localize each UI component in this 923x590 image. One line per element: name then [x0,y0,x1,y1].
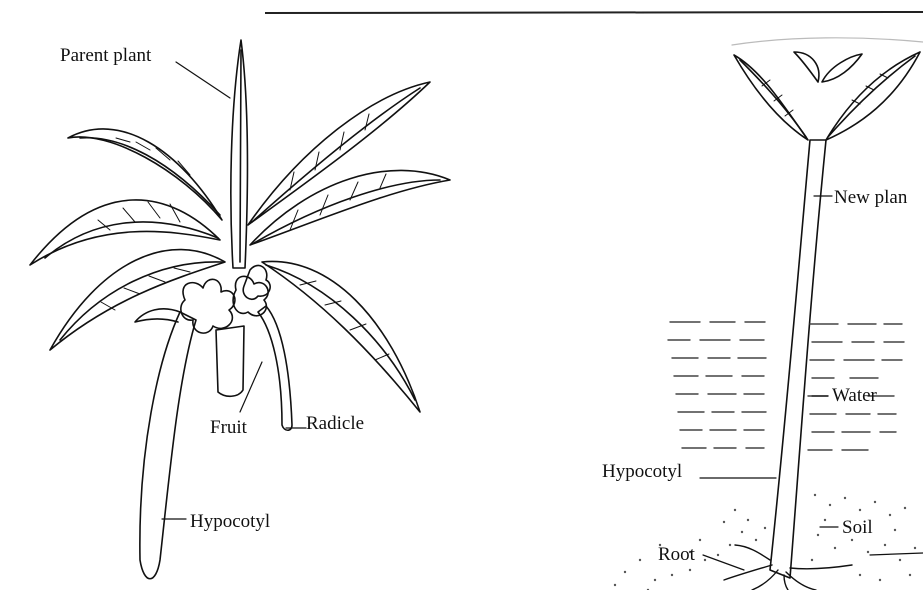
label-hypocotyl-left: Hypocotyl [190,512,270,531]
soil-dots [614,494,916,590]
new-plant-leaf-left [734,55,808,140]
leaf-right-upper [248,82,430,225]
label-soil: Soil [842,518,873,537]
hypocotyl-seedling [140,312,196,579]
leader-root [703,555,744,570]
radicle [258,306,292,430]
flower-cluster [181,279,235,333]
leader-parent-plant [176,62,230,98]
fruit [216,326,244,396]
label-fruit: Fruit [210,418,247,437]
roots [724,545,852,590]
new-plant-leaf-right [826,52,920,140]
new-plant-stem [770,140,826,578]
label-root: Root [658,545,695,564]
label-parent-plant: Parent plant [60,46,151,65]
parent-plant-illustration [30,40,450,579]
label-water: Water [832,386,877,405]
leaf-left-upper [68,129,222,220]
leaf-left-lower [50,250,225,350]
new-plant-leaf-center [794,52,862,82]
leaf-right-lower [262,261,420,412]
label-new-plant: New plan [834,188,907,207]
leader-root-right [870,553,923,555]
label-radicle: Radicle [306,414,364,433]
new-plant-illustration [614,38,923,590]
page-edge-line [265,12,923,13]
label-hypocotyl-right: Hypocotyl [602,462,682,481]
central-shoot [231,40,248,268]
